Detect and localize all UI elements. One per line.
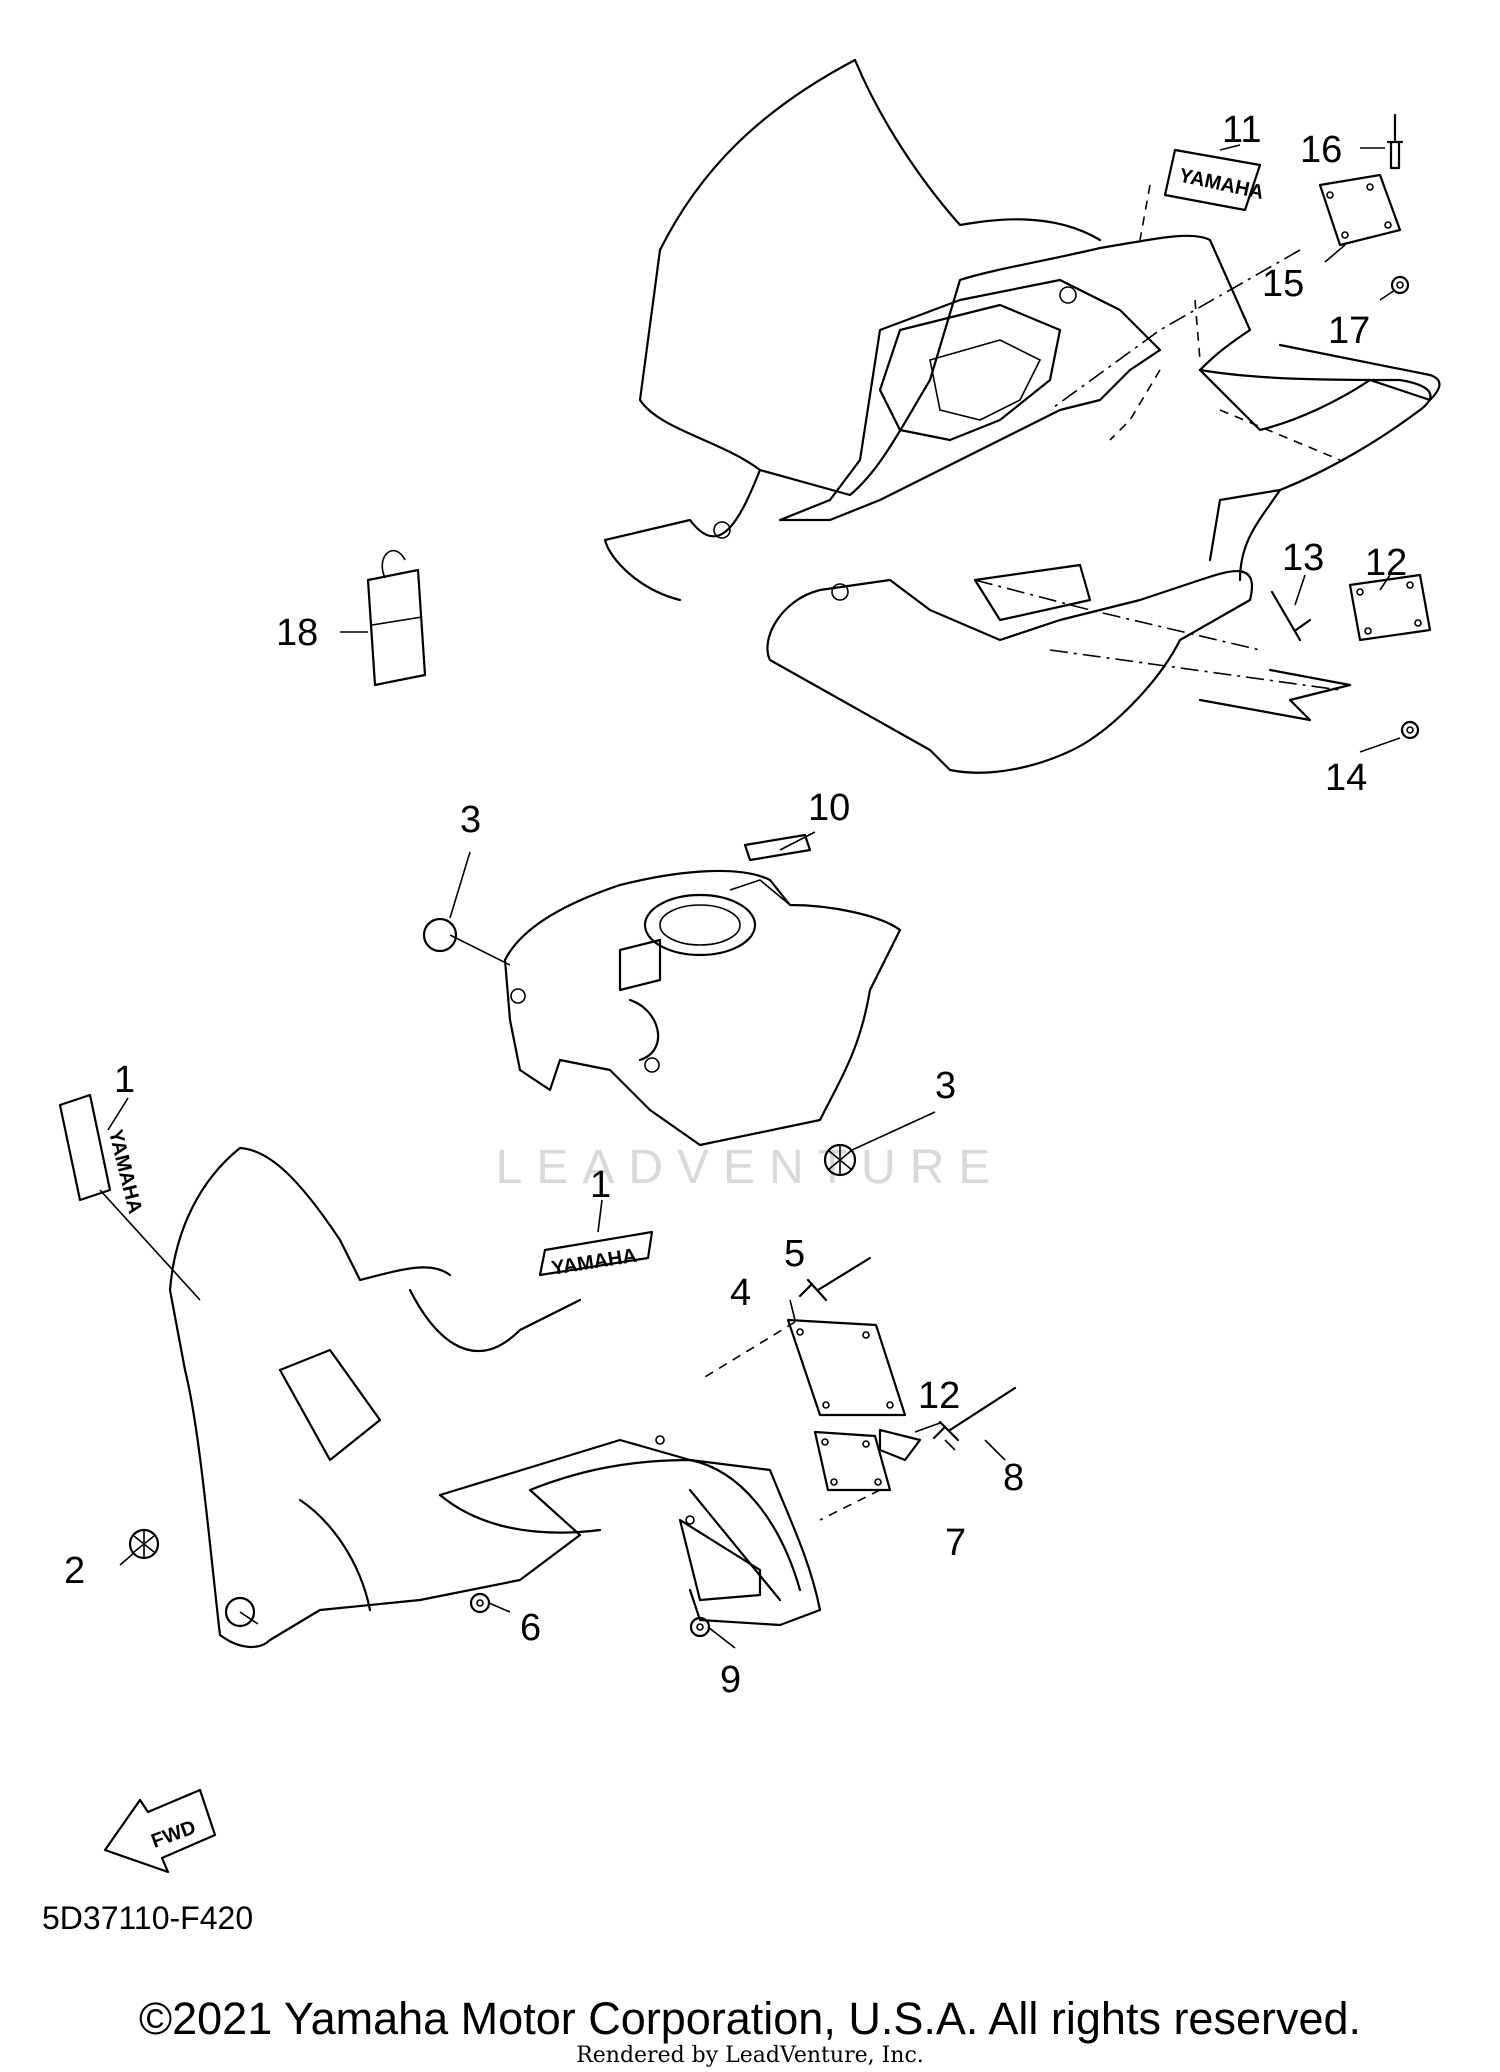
plate-12-front [878, 1428, 922, 1462]
fwd-label: FWD [148, 1817, 198, 1853]
callout-17: 17 [1328, 310, 1370, 352]
rear-fender [603, 58, 1441, 774]
grommet-3-lower [823, 1143, 857, 1177]
callout-16: 16 [1300, 129, 1342, 171]
rivet-5 [798, 1256, 872, 1302]
callout-11: 11 [1222, 109, 1261, 151]
tank-cover [503, 869, 902, 1147]
grommet-2 [128, 1528, 160, 1560]
diagram-code: 5D37110-F420 [42, 1900, 254, 1936]
callout-3-lower: 3 [935, 1065, 956, 1107]
callout-12-lower: 12 [918, 1375, 960, 1417]
callout-2: 2 [64, 1550, 85, 1592]
grommet-3-upper [422, 917, 458, 953]
leader-lines [99, 144, 1401, 1649]
callout-14: 14 [1325, 757, 1367, 799]
callout-6: 6 [520, 1607, 541, 1649]
callout-1-left: 1 [114, 1059, 135, 1101]
washer-6 [469, 1592, 491, 1614]
yamaha-decal-1-left: YAMAHA [58, 1093, 146, 1216]
washer-14 [1400, 720, 1420, 740]
plate-15 [1318, 173, 1402, 247]
callout-8: 8 [1003, 1457, 1024, 1499]
callout-10: 10 [808, 787, 850, 829]
callout-9: 9 [720, 1659, 741, 1701]
yamaha-decal-text: YAMAHA [550, 1245, 638, 1280]
callout-3-upper: 3 [460, 799, 481, 841]
yamaha-decal-11: YAMAHA [1163, 148, 1266, 212]
fwd-arrow: FWD [103, 1788, 217, 1874]
watermark: LEADVENTURE [495, 1141, 1005, 1194]
yamaha-decal-1-center: YAMAHA [538, 1230, 654, 1280]
rivet-16 [1386, 113, 1404, 170]
rivet-13 [1270, 590, 1312, 642]
copyright-notice: ©2021 Yamaha Motor Corporation, U.S.A. A… [138, 1993, 1362, 2044]
plate-4 [786, 1318, 907, 1417]
callout-1-center: 1 [590, 1164, 611, 1206]
washer-17 [1390, 275, 1410, 295]
yamaha-decal-text: YAMAHA [104, 1127, 146, 1216]
label-10 [743, 833, 812, 862]
rivet-8 [932, 1386, 1017, 1442]
front-fender [168, 1146, 822, 1648]
callout-13: 13 [1282, 537, 1324, 579]
callout-15: 15 [1262, 263, 1304, 305]
callout-7: 7 [945, 1522, 966, 1564]
callout-12-upper: 12 [1365, 542, 1407, 584]
tag-18 [366, 549, 427, 687]
plate-7 [813, 1430, 892, 1492]
callout-4: 4 [730, 1272, 751, 1314]
plate-12-rear [1348, 573, 1432, 642]
rendered-by-notice: Rendered by LeadVenture, Inc. [576, 2043, 924, 2068]
callout-18: 18 [276, 612, 318, 654]
callout-5: 5 [784, 1233, 805, 1275]
callouts: 11 16 15 17 13 12 14 18 3 10 3 1 1 5 4 1… [64, 109, 1407, 1701]
yamaha-decal-text: YAMAHA [1177, 165, 1266, 204]
